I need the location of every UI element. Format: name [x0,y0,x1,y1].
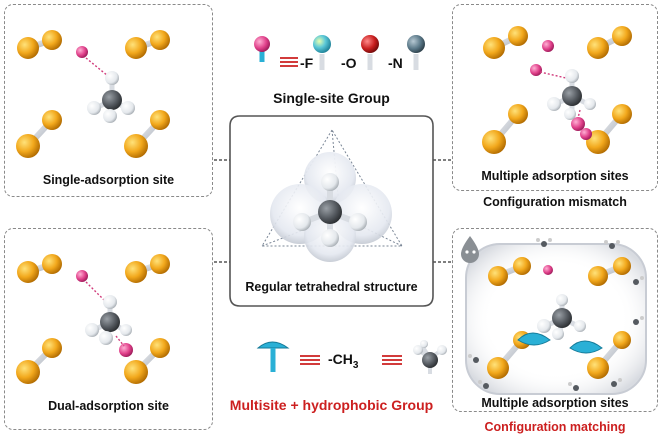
multisite-cup-right [569,340,603,354]
methyl-formula-main: -CH [328,351,353,367]
cube-multi-mismatch [482,26,632,154]
center-bracket [229,126,434,296]
cube-multi-matching [461,236,647,395]
tetrahedral-label: Regular tetrahedral structure [245,280,418,294]
label-dual-adsorption: Dual-adsorption site [48,399,169,413]
multisite-cup-left [517,332,551,346]
label-multi-mismatch: Multiple adsorption sites [481,169,629,183]
cube-dual-site [16,254,170,384]
label-config-matching: Configuration matching [484,420,626,434]
tetrahedral-model [261,129,403,262]
multisite-title: Multisite + hydrophobic Group [229,397,434,413]
label-config-mismatch: Configuration mismatch [483,195,627,209]
group-label-n: -N [388,55,403,71]
connector-lines [214,115,452,307]
panel-single-adsorption [4,4,213,197]
label-single-adsorption: Single-adsorption site [42,173,175,187]
water-drop-icon [461,236,479,263]
label-multi-matching: Multiple adsorption sites [481,396,629,410]
single-site-title: Single-site Group [273,90,390,106]
cube-single-site [16,30,170,158]
methyl-formula: -CH3 [328,351,358,371]
methyl-formula-sub: 3 [352,359,359,371]
multisite-legend [256,340,447,374]
single-site-legend [254,35,425,70]
group-label-f: -F [300,55,314,71]
group-label-o: -O [341,55,357,71]
methyl-decorations [468,238,644,391]
